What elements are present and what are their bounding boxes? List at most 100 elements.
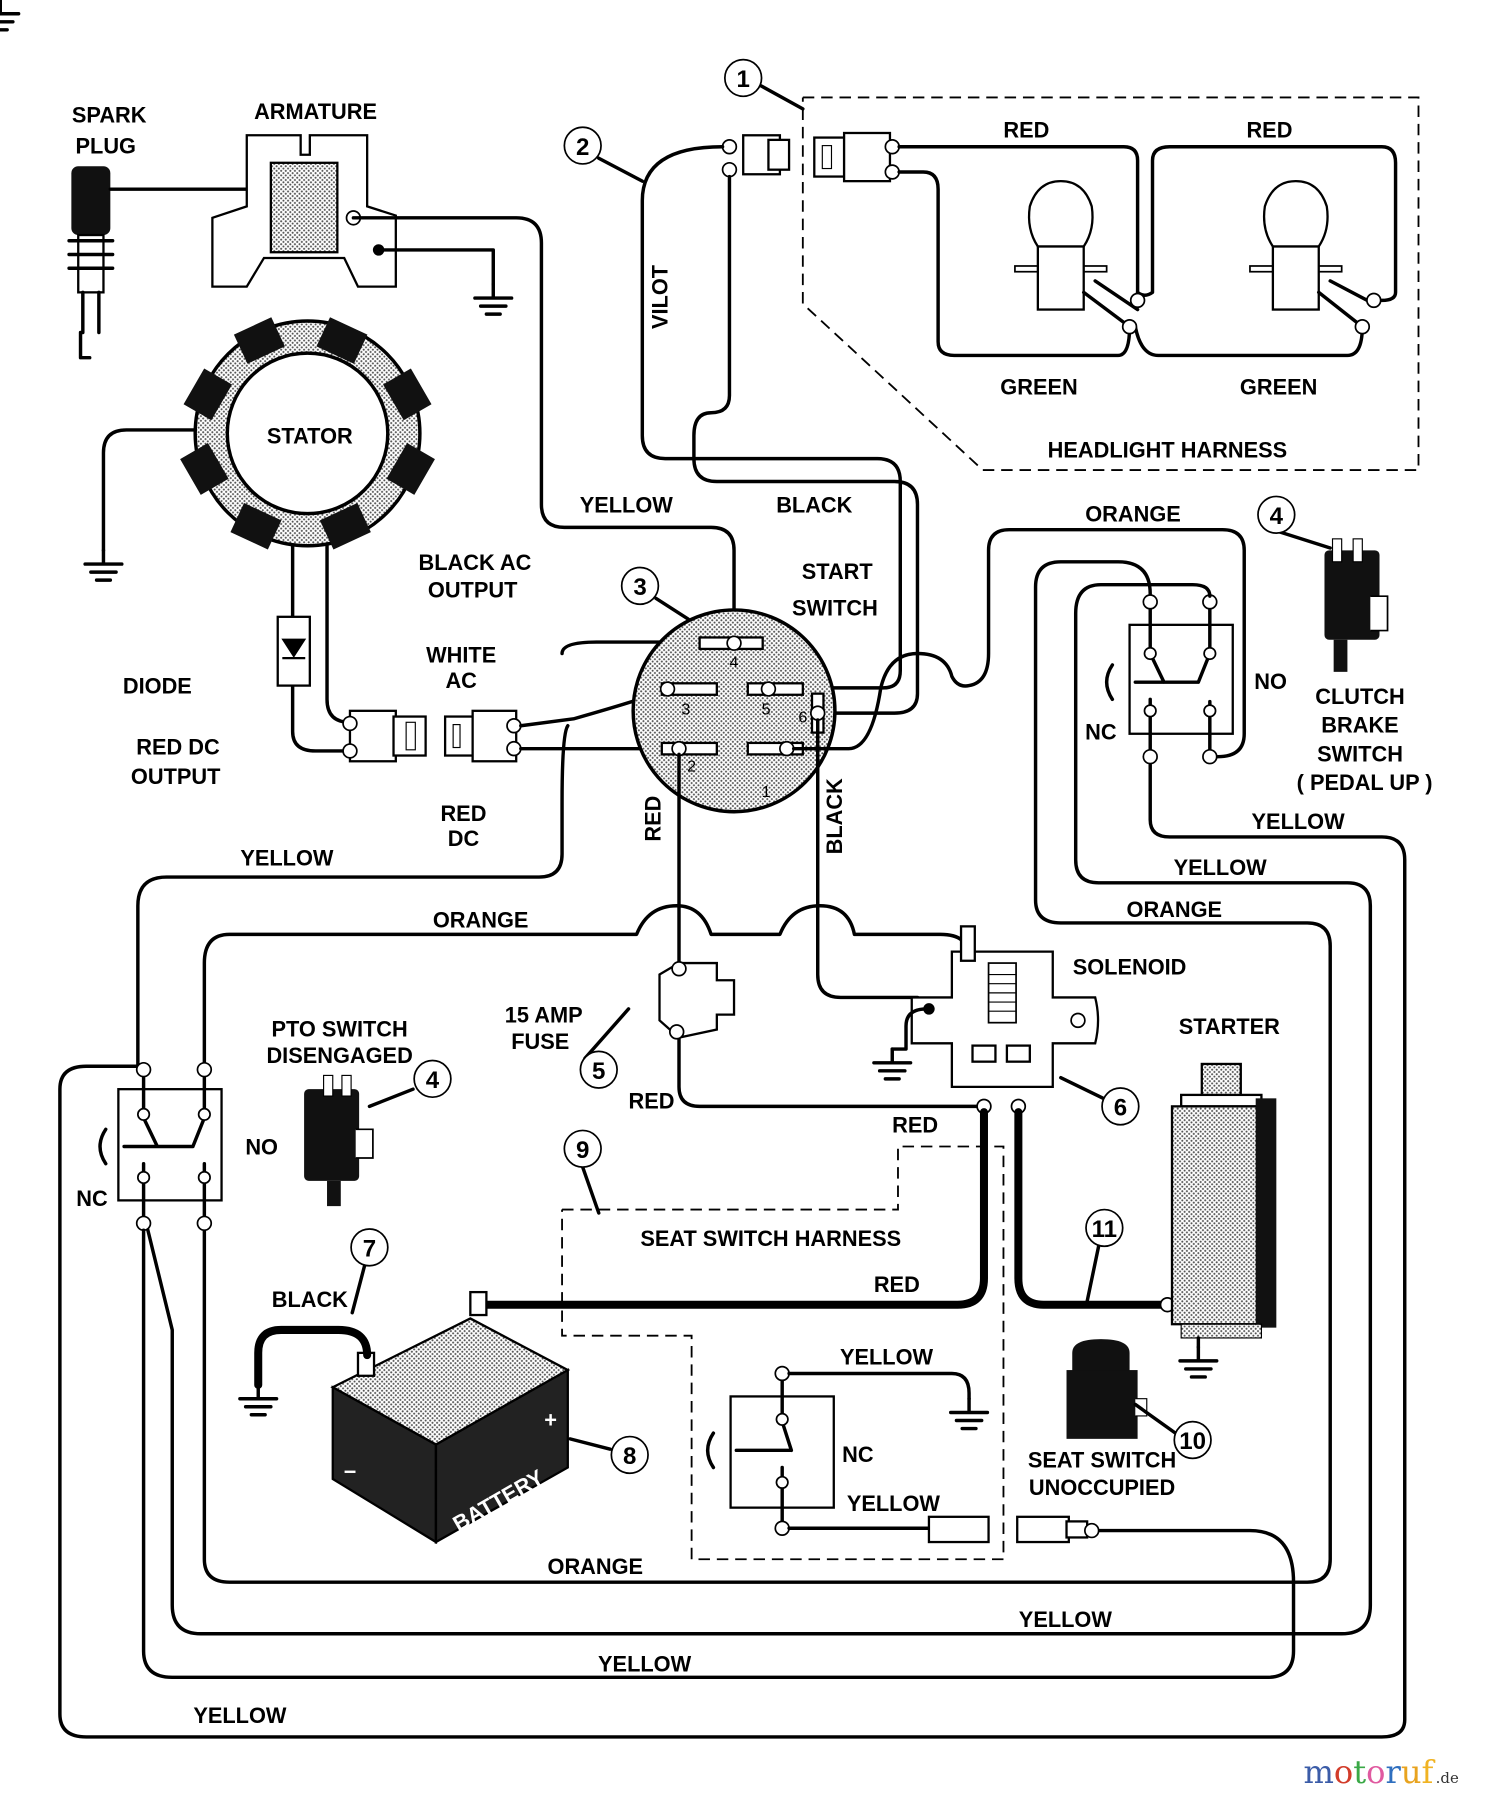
fuse-icon [658, 961, 736, 1040]
svg-text:8: 8 [623, 1443, 636, 1470]
label-nc: NC [842, 1442, 874, 1467]
label-black: BLACK [776, 492, 852, 517]
diode-icon [276, 615, 311, 687]
pin-4-label: 4 [730, 653, 739, 671]
label-orange: ORANGE [1127, 897, 1223, 922]
pin-3-label: 3 [681, 700, 690, 718]
watermark-text: motoruf [1303, 1753, 1435, 1791]
stator-icon [180, 317, 435, 550]
seat-switch-harness-outline [561, 1145, 1005, 1561]
label-yellow: YELLOW [847, 1491, 941, 1516]
label-spark-plug: PLUG [76, 134, 136, 159]
pin-5-label: 5 [762, 700, 771, 718]
label-orange: ORANGE [548, 1554, 644, 1579]
callout-6: 6 [1101, 1087, 1140, 1126]
svg-text:6: 6 [1114, 1095, 1127, 1122]
label-red: RED [1246, 118, 1292, 143]
svg-text:4: 4 [1270, 503, 1284, 530]
label-orange: ORANGE [1085, 502, 1181, 527]
svg-text:1: 1 [737, 66, 750, 93]
callout-4-pto: 4 [413, 1059, 452, 1099]
callout-8: 8 [610, 1435, 649, 1475]
pin-2-label: 2 [687, 758, 696, 776]
label-vilot: VILOT [648, 264, 673, 329]
label-fuse: FUSE [511, 1029, 569, 1054]
label-nc: NC [1085, 719, 1117, 744]
pin-6-label: 6 [798, 708, 807, 726]
label-pto-switch: DISENGAGED [266, 1043, 412, 1068]
label-seat-switch-harness: SEAT SWITCH HARNESS [640, 1226, 901, 1251]
label-clutch-brake-switch: CLUTCH [1315, 684, 1404, 709]
svg-text:5: 5 [592, 1058, 605, 1085]
label-pto-switch: PTO SWITCH [272, 1016, 408, 1041]
label-green: GREEN [1240, 374, 1317, 399]
ground-icon [872, 1047, 913, 1081]
label-start-switch: SWITCH [792, 596, 878, 621]
label-diode: DIODE [123, 674, 192, 699]
label-red-dc: DC [448, 826, 480, 851]
label-seat-switch: SEAT SWITCH [1028, 1448, 1176, 1473]
label-fuse: 15 AMP [505, 1003, 583, 1028]
label-starter: STARTER [1179, 1014, 1280, 1039]
label-yellow: YELLOW [1019, 1607, 1113, 1632]
connector-icon [721, 131, 900, 183]
svg-text:2: 2 [576, 134, 589, 161]
callout-7: 7 [350, 1228, 389, 1267]
label-yellow: YELLOW [1174, 855, 1268, 880]
ground-icon [949, 1397, 990, 1431]
callout-5: 5 [579, 1050, 618, 1089]
label-yellow: YELLOW [840, 1344, 934, 1369]
battery-icon [330, 1290, 571, 1545]
callout-1: 1 [724, 58, 763, 98]
pto-switch-icon [304, 1074, 374, 1207]
armature-icon [211, 134, 397, 288]
label-seat-switch: UNOCCUPIED [1029, 1475, 1175, 1500]
clutch-brake-switch-icon [1324, 538, 1389, 672]
label-black-ac-output: OUTPUT [428, 577, 518, 602]
bulb-icon [1249, 179, 1382, 335]
label-red: RED [641, 796, 666, 842]
solenoid-icon [890, 925, 1100, 1115]
seat-switch-schematic [705, 1365, 794, 1537]
pin-1-label: 1 [762, 783, 771, 801]
spark-plug-icon [67, 166, 272, 360]
label-nc: NC [76, 1186, 108, 1211]
label-red: RED [874, 1272, 920, 1297]
svg-text:10: 10 [1179, 1428, 1206, 1455]
callout-4-clutch: 4 [1257, 495, 1296, 534]
label-clutch-brake-switch: ( PEDAL UP ) [1297, 770, 1433, 795]
callout-10: 10 [1173, 1420, 1212, 1460]
label-yellow: YELLOW [240, 846, 334, 871]
label-yellow: YELLOW [598, 1652, 692, 1677]
label-no: NO [1254, 669, 1287, 694]
label-black: BLACK [822, 778, 847, 854]
label-clutch-brake-switch: BRAKE [1321, 713, 1398, 738]
pto-switch-schematic [98, 1061, 213, 1232]
callout-2: 2 [563, 126, 602, 165]
starter-motor-icon [1170, 1062, 1277, 1349]
label-armature: ARMATURE [254, 99, 377, 124]
label-black: BLACK [272, 1287, 348, 1312]
label-no: NO [245, 1135, 278, 1160]
label-red: RED [1003, 118, 1049, 143]
connector-icon [927, 1515, 1100, 1544]
label-white-ac: AC [445, 668, 477, 693]
label-green: GREEN [1000, 374, 1077, 399]
watermark-suffix: .de [1436, 1769, 1459, 1787]
label-yellow: YELLOW [193, 1703, 287, 1728]
connector-icon [342, 709, 522, 763]
label-red-dc-output: OUTPUT [131, 764, 221, 789]
label-start-switch: START [802, 559, 874, 584]
label-yellow: YELLOW [1252, 809, 1346, 834]
label-orange: ORANGE [433, 908, 529, 933]
svg-text:9: 9 [576, 1137, 589, 1164]
ground-icon [473, 282, 514, 316]
label-yellow: YELLOW [580, 492, 674, 517]
callout-9: 9 [563, 1129, 602, 1168]
label-red: RED [629, 1089, 675, 1114]
svg-text:7: 7 [363, 1236, 376, 1263]
label-spark-plug: SPARK [72, 103, 147, 128]
label-clutch-brake-switch: SWITCH [1317, 741, 1403, 766]
ground-icon [0, 0, 21, 32]
